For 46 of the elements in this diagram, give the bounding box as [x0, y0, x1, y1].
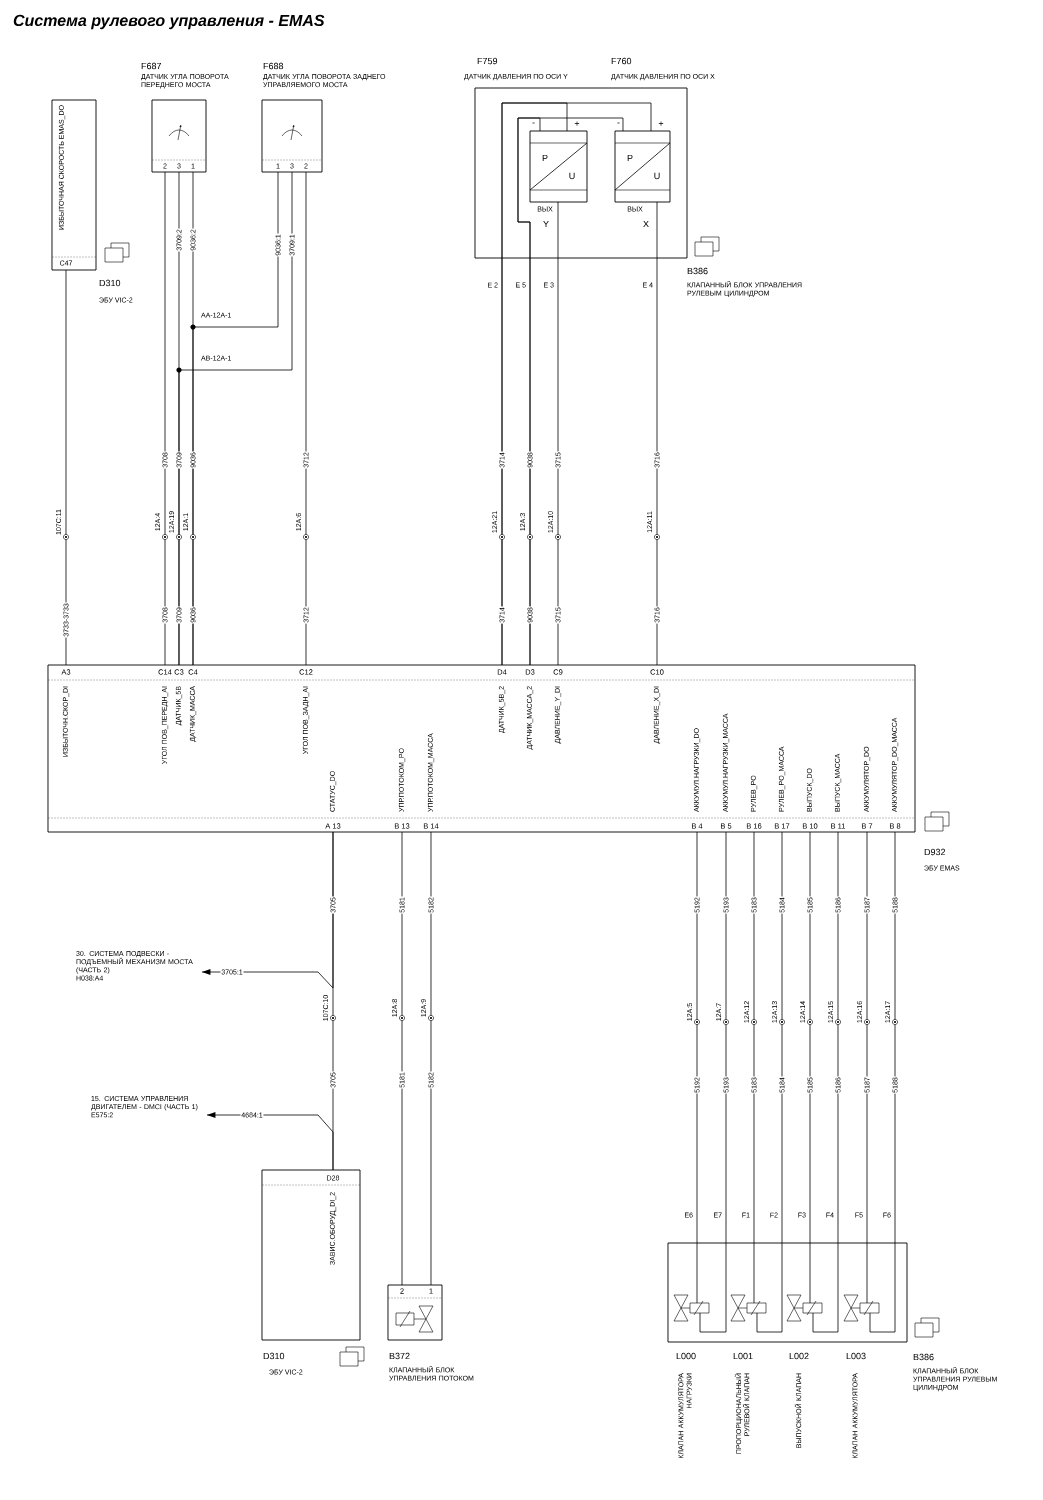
polarity-sign: -	[532, 122, 535, 124]
wire	[501, 102, 652, 666]
wire	[178, 171, 293, 666]
wire	[557, 201, 559, 666]
component-code: B386	[913, 1353, 934, 1361]
wire	[65, 269, 67, 666]
wire	[401, 831, 403, 1286]
wire-arrow	[201, 831, 334, 989]
wire	[430, 831, 432, 1286]
component-code: F688	[263, 62, 284, 70]
wire	[699, 831, 727, 1333]
output-label: X	[643, 220, 649, 228]
wire	[812, 831, 839, 1333]
wire	[756, 831, 783, 1333]
wire-arrow	[206, 1111, 334, 1171]
component-code: D310	[99, 279, 121, 287]
wire	[696, 831, 698, 1296]
symbol-letter: P	[627, 154, 633, 162]
component-code: B386	[687, 267, 708, 275]
symbol-letter: U	[654, 172, 660, 180]
wire	[869, 831, 896, 1333]
polarity-sign: +	[658, 121, 664, 126]
polarity-sign: -	[617, 122, 620, 124]
component-code: B372	[389, 1352, 410, 1360]
wire	[517, 117, 624, 666]
symbol-letter: P	[542, 154, 548, 162]
wire	[164, 171, 166, 666]
wire	[866, 831, 868, 1296]
polarity-sign: +	[574, 121, 580, 126]
component-code: F760	[611, 57, 632, 65]
wire	[305, 171, 307, 666]
wire	[809, 831, 811, 1296]
component-code: L001	[733, 1352, 753, 1360]
wire	[656, 201, 658, 666]
component-code: D310	[263, 1352, 285, 1360]
component-code: L002	[789, 1352, 809, 1360]
component-code: D932	[924, 848, 946, 856]
symbol-letter: U	[569, 172, 575, 180]
wire	[753, 831, 755, 1296]
component-code: L000	[676, 1352, 696, 1360]
wire	[192, 171, 279, 666]
component-code: L003	[846, 1352, 866, 1360]
title: Система рулевого управления - EMAS	[13, 14, 325, 30]
output-label: Y	[543, 220, 549, 228]
component-code: F687	[141, 62, 162, 70]
component-code: F759	[477, 57, 498, 65]
